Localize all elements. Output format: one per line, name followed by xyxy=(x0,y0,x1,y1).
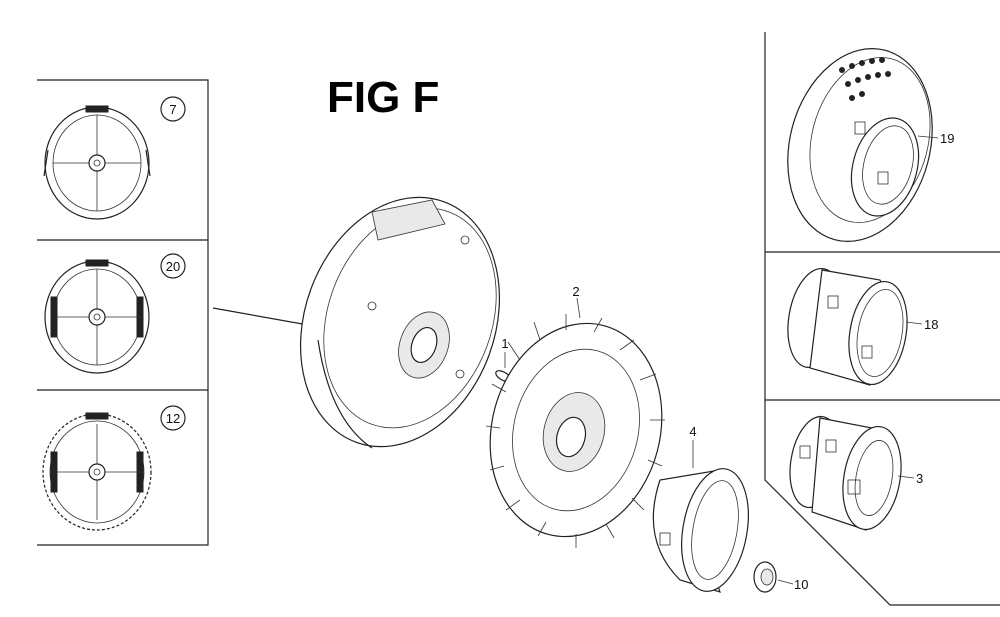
drum-cover-part-19 xyxy=(787,48,939,242)
right-inset-panel: 19 18 3 xyxy=(764,32,1000,606)
clutch-drum-inset-7 xyxy=(43,105,151,220)
figure-title: FIG F xyxy=(327,73,439,122)
sleeve-part-18 xyxy=(787,267,923,386)
callout-label-19: 19 xyxy=(940,131,954,146)
callout-label-4: 4 xyxy=(689,424,696,439)
callout-label-12: 12 xyxy=(166,411,180,426)
nut-part-10 xyxy=(753,561,794,593)
callout-label-3: 3 xyxy=(916,471,923,486)
clutch-drum-inset-12 xyxy=(42,412,152,531)
callout-circle-12 xyxy=(160,405,186,431)
ratchet-part-3 xyxy=(789,415,915,531)
ring-part-4 xyxy=(652,440,749,593)
flywheel-part-2 xyxy=(485,297,665,548)
callout-label-18: 18 xyxy=(924,317,938,332)
callout-circle-20 xyxy=(160,253,186,279)
callout-label-1: 1 xyxy=(501,336,508,351)
callout-label-20: 20 xyxy=(166,259,180,274)
clutch-drum-main xyxy=(299,196,501,449)
clutch-drum-inset-20 xyxy=(44,259,150,374)
callout-label-7: 7 xyxy=(169,102,176,117)
callout-label-2: 2 xyxy=(572,284,579,299)
left-panel-border xyxy=(37,79,209,546)
left-inset-panel: 7 20 12 xyxy=(37,79,209,546)
callout-label-10: 10 xyxy=(794,577,808,592)
leader-line-left xyxy=(212,307,309,326)
right-panel-border xyxy=(764,32,1000,606)
callout-circle-7 xyxy=(160,96,186,122)
